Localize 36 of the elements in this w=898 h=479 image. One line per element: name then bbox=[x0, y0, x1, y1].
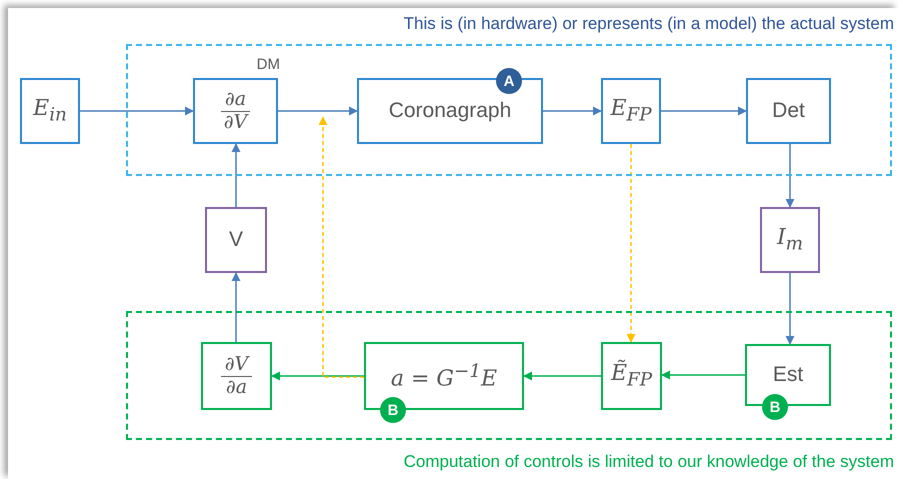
arrow bbox=[80, 106, 194, 116]
region-caption: This is (in hardware) or represents (in a model) the actual system bbox=[404, 14, 894, 34]
arrow bbox=[661, 370, 745, 380]
math-symbol: E$_{in}$ bbox=[33, 96, 67, 126]
block-label: Coronagraph bbox=[388, 99, 512, 123]
block-label: V bbox=[228, 228, 243, 252]
arrow bbox=[786, 273, 794, 345]
arrow bbox=[271, 372, 364, 380]
arrow bbox=[278, 106, 358, 116]
block-label: Det bbox=[772, 99, 805, 123]
block-box bbox=[760, 207, 820, 273]
arrow bbox=[661, 106, 747, 116]
region-caption: Computation of controls is limited to our knowledge of the system bbox=[404, 452, 894, 472]
block-box bbox=[746, 78, 831, 144]
arrow bbox=[523, 372, 601, 380]
arrow bbox=[543, 106, 602, 116]
block-caption: DM bbox=[256, 56, 280, 73]
fraction-numerator: ∂V bbox=[220, 354, 252, 376]
arrow bbox=[786, 144, 794, 208]
arrow bbox=[232, 143, 240, 207]
block-box bbox=[20, 78, 80, 144]
fraction-numerator: ∂a bbox=[220, 88, 250, 112]
block-box bbox=[205, 207, 267, 273]
block-box bbox=[201, 342, 272, 410]
dashed-arrow bbox=[626, 144, 636, 343]
math-symbol: E$_{FP}$ bbox=[610, 96, 652, 126]
arrow bbox=[232, 272, 240, 342]
math-symbol: Ẽ$_{FP}$ bbox=[610, 361, 652, 391]
fraction-denominator: ∂a bbox=[224, 376, 248, 398]
fraction-denominator: ∂V bbox=[222, 112, 250, 134]
dashed-arrow bbox=[318, 116, 364, 378]
math-symbol: a = G$^{−1}$E bbox=[390, 360, 498, 392]
block-label: Est bbox=[772, 363, 804, 387]
math-symbol: I$_{m}$ bbox=[776, 225, 804, 255]
block-box bbox=[601, 342, 662, 410]
block-box bbox=[601, 78, 661, 144]
